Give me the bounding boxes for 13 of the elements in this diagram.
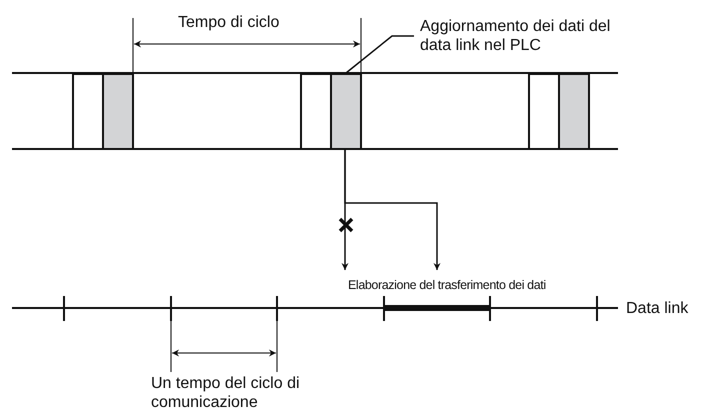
- arrow: [344, 150, 440, 270]
- time-slot-box: [330, 73, 362, 150]
- bar-label: Elaborazione del trasferimento dei dati: [348, 278, 546, 293]
- time-slot-box: [72, 73, 104, 150]
- leader-line: [346, 35, 414, 74]
- callout-text: Aggiornamento dei dati del data link nel PLC: [420, 17, 612, 55]
- time-slot-box: [102, 73, 134, 150]
- time-slot-box: [300, 73, 332, 150]
- time-slot-box: [558, 73, 590, 150]
- time-slot-box: [528, 73, 560, 150]
- label-text: Tempo di ciclo: [178, 13, 280, 32]
- label-text: Un tempo del ciclo di comunicazione: [151, 374, 301, 412]
- label-text: Data link: [626, 299, 688, 318]
